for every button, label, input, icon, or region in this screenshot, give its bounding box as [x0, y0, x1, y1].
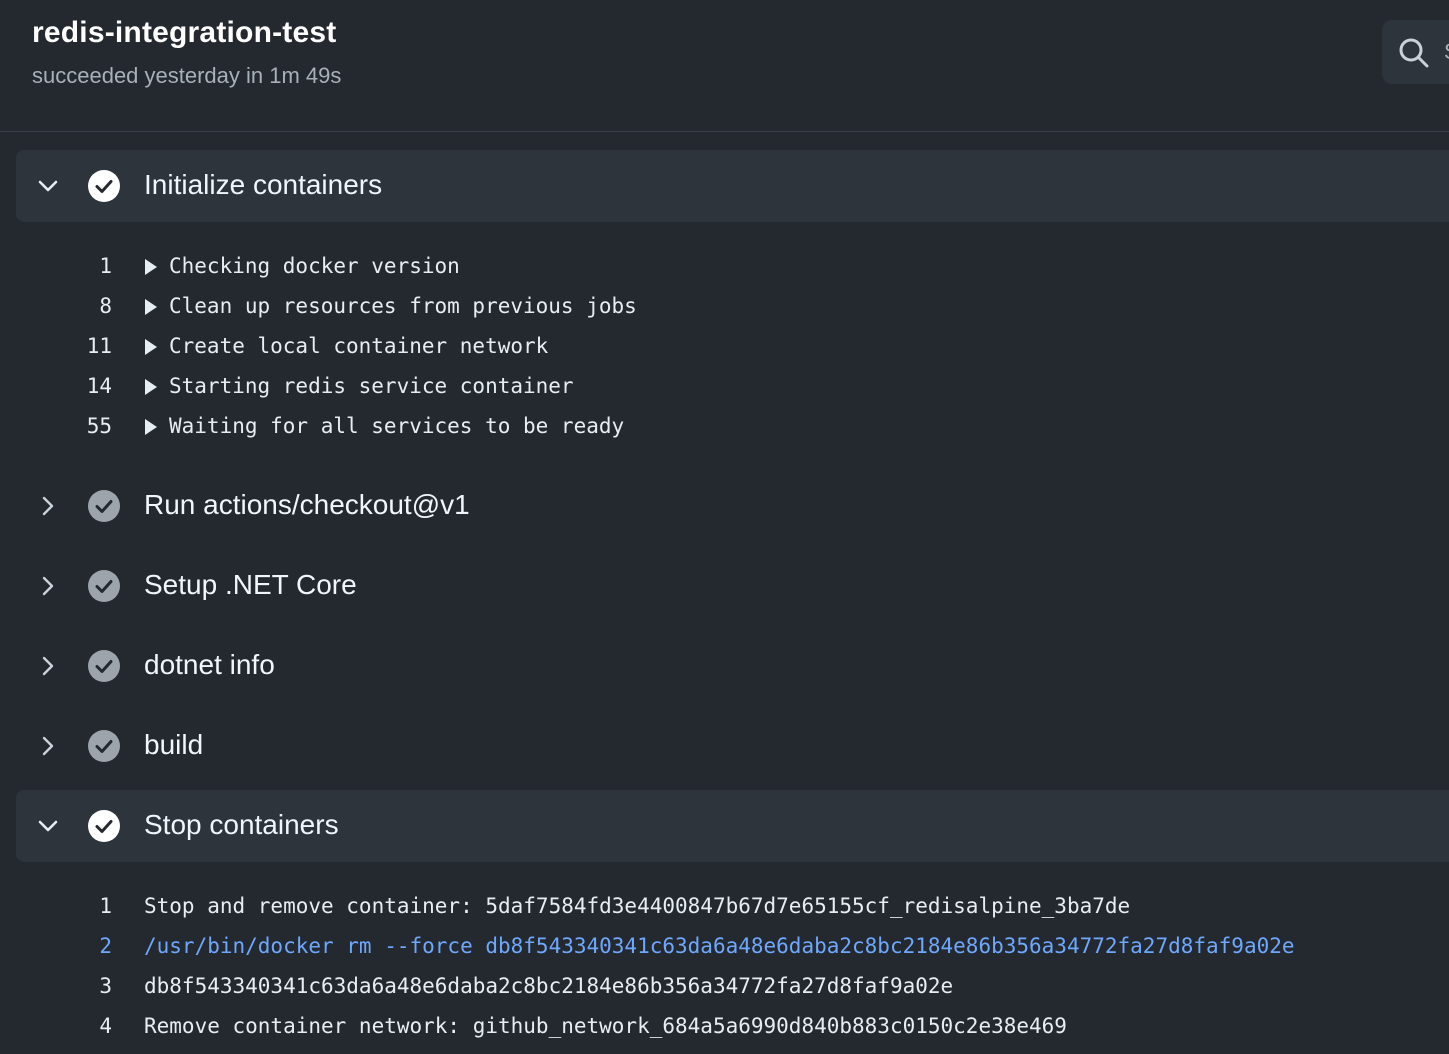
line-number: 14 — [86, 374, 112, 398]
step-build[interactable]: build — [16, 710, 1449, 782]
step-run-checkout[interactable]: Run actions/checkout@v1 — [16, 470, 1449, 542]
job-title: redis-integration-test — [32, 16, 337, 49]
check-circle-icon — [88, 730, 120, 762]
search-logs-input[interactable]: S — [1382, 20, 1449, 84]
line-number: 1 — [99, 894, 112, 918]
step-dotnet-info[interactable]: dotnet info — [16, 630, 1449, 702]
step-initialize-containers[interactable]: Initialize containers — [16, 150, 1449, 222]
check-circle-icon — [88, 570, 120, 602]
step-name: Stop containers — [144, 809, 339, 840]
job-status: succeeded yesterday in 1m 49s — [32, 63, 342, 88]
log-group-title: Starting redis service container — [169, 374, 574, 398]
triangle-right-icon — [145, 299, 157, 315]
triangle-right-icon — [145, 339, 157, 355]
chevron-right-icon — [42, 656, 54, 676]
check-circle-icon — [88, 170, 120, 202]
line-number: 1 — [99, 254, 112, 278]
triangle-right-icon — [145, 379, 157, 395]
line-number: 8 — [99, 294, 112, 318]
line-number: 4 — [99, 1014, 112, 1038]
check-circle-icon — [88, 490, 120, 522]
log-text: db8f543340341c63da6a48e6daba2c8bc2184e86… — [144, 974, 954, 998]
triangle-right-icon — [145, 259, 157, 275]
line-number: 55 — [86, 414, 112, 438]
line-number: 2 — [99, 934, 112, 958]
step-name: build — [144, 729, 204, 760]
log-text: Stop and remove container: 5daf7584fd3e4… — [144, 894, 1131, 918]
chevron-right-icon — [42, 576, 54, 596]
log-group-title: Clean up resources from previous jobs — [169, 294, 637, 318]
search-placeholder: S — [1444, 39, 1449, 65]
chevron-right-icon — [42, 496, 54, 516]
step-name: Setup .NET Core — [144, 569, 357, 600]
step-name: dotnet info — [144, 649, 275, 680]
chevron-down-icon — [38, 820, 58, 832]
log-text: Remove container network: github_network… — [144, 1014, 1067, 1038]
line-number: 11 — [86, 334, 112, 358]
line-number: 3 — [99, 974, 112, 998]
step-setup-dotnet[interactable]: Setup .NET Core — [16, 550, 1449, 622]
log-group-title: Checking docker version — [169, 254, 460, 278]
chevron-right-icon — [42, 736, 54, 756]
step-name: Initialize containers — [144, 169, 383, 200]
chevron-down-icon — [38, 180, 58, 192]
check-circle-icon — [88, 810, 120, 842]
step-name: Run actions/checkout@v1 — [144, 489, 470, 520]
job-header: redis-integration-test succeeded yesterd… — [0, 0, 1449, 132]
search-icon — [1399, 38, 1429, 68]
triangle-right-icon — [145, 419, 157, 435]
log-group-title: Create local container network — [169, 334, 549, 358]
check-circle-icon — [88, 650, 120, 682]
log-group-title: Waiting for all services to be ready — [169, 414, 625, 438]
log-command-text: /usr/bin/docker rm --force db8f543340341… — [144, 934, 1295, 958]
step-stop-containers[interactable]: Stop containers — [16, 790, 1449, 862]
